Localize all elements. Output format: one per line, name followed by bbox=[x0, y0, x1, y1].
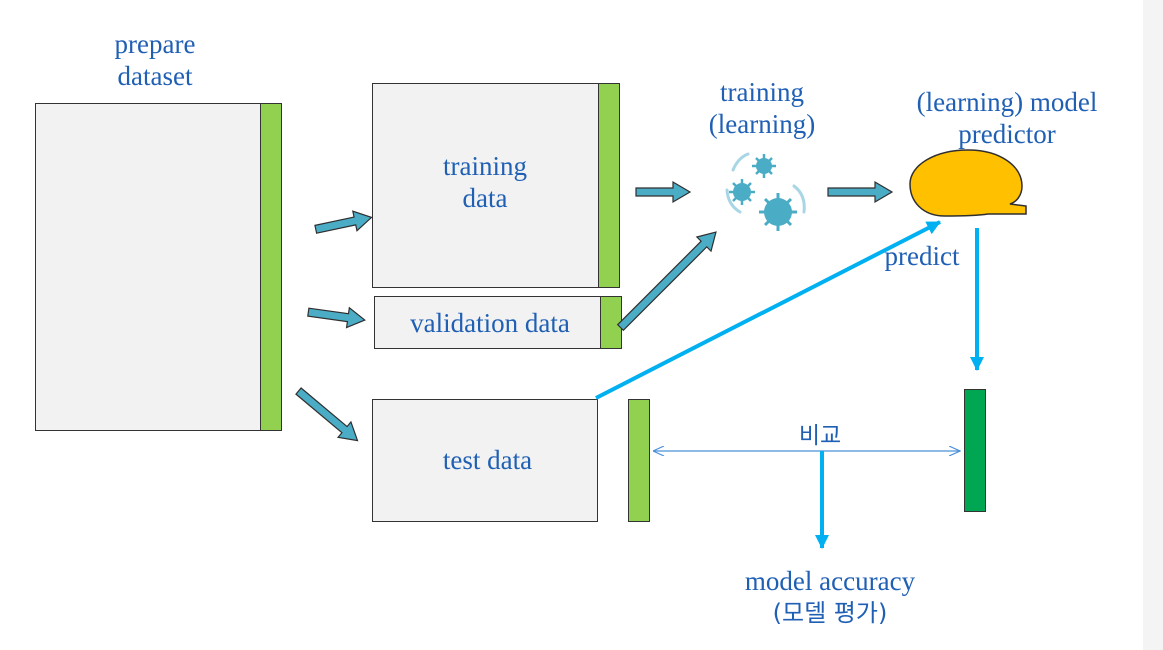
block-arrows bbox=[295, 180, 894, 442]
validation-data-label: validation data bbox=[410, 308, 570, 338]
arrow-dataset-to-validation bbox=[307, 306, 366, 329]
training-line2: (learning) bbox=[708, 109, 816, 139]
training-data-line1: training bbox=[443, 151, 527, 181]
accuracy-line1: model accuracy bbox=[744, 566, 916, 596]
arrow-dataset-to-training bbox=[314, 210, 373, 234]
compare-label: 비교 bbox=[798, 423, 842, 449]
training-data-label: training data bbox=[400, 150, 570, 214]
test-data-box bbox=[372, 399, 598, 522]
training-data-line2: data bbox=[462, 183, 508, 213]
validation-data-box bbox=[374, 296, 602, 349]
predict-label: predict bbox=[884, 241, 960, 271]
training-line1: training bbox=[720, 77, 804, 107]
training-data-label-bar bbox=[598, 83, 620, 288]
model-accuracy-label: model accuracy (모델 평가) bbox=[710, 565, 950, 629]
model-line1: (learning) model bbox=[916, 87, 1098, 117]
right-edge-stripe bbox=[1143, 0, 1163, 650]
dataset-label-bar bbox=[260, 103, 282, 431]
training-learning-label: training (learning) bbox=[682, 76, 842, 140]
arrow-training-to-learning bbox=[635, 180, 692, 204]
test-data-label: test data bbox=[442, 445, 533, 475]
prediction-bar bbox=[964, 389, 986, 512]
prepare-line1: prepare bbox=[114, 29, 196, 59]
arrow-learning-to-model bbox=[827, 180, 894, 204]
accuracy-line2: (모델 평가) bbox=[772, 599, 888, 627]
prepare-dataset-label: prepare dataset bbox=[80, 28, 230, 92]
prepare-line2: dataset bbox=[117, 61, 193, 91]
model-line2: predictor bbox=[958, 119, 1056, 149]
arrow-dataset-to-test bbox=[295, 387, 359, 442]
arrow-validation-to-learning bbox=[616, 231, 717, 332]
speech-bubble-icon bbox=[909, 149, 1027, 217]
test-label-bar bbox=[628, 399, 650, 522]
model-predictor-label: (learning) model predictor bbox=[892, 86, 1122, 150]
arrow-test-to-model bbox=[595, 220, 941, 400]
gears-icon bbox=[725, 152, 806, 231]
